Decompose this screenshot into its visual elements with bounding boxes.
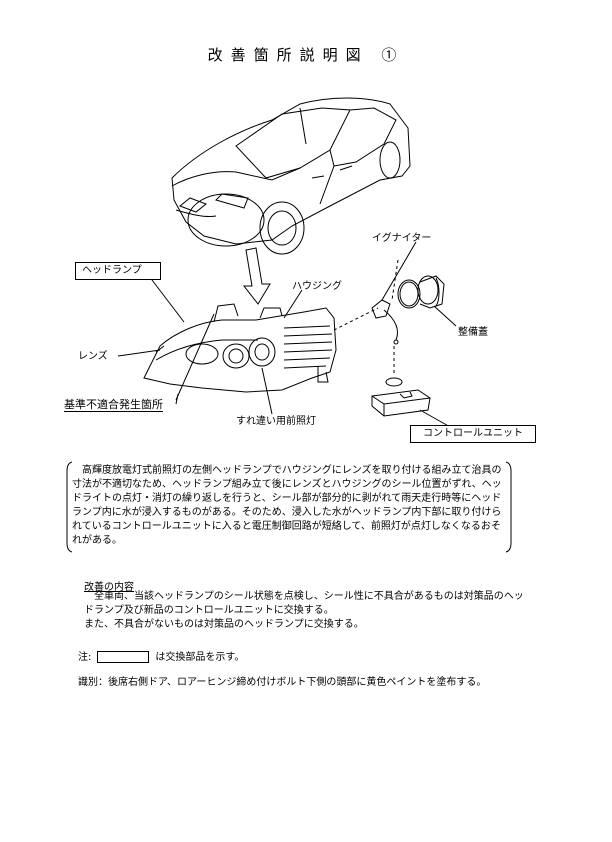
headlamp-drawing bbox=[143, 303, 337, 393]
description-bracket bbox=[66, 461, 512, 553]
label-housing: ハウジング bbox=[292, 281, 342, 292]
improvement-line-1: 全車両、当該ヘッドランプのシール状態を点検し、シール性に不具合があるものは対策品… bbox=[84, 591, 524, 616]
improvement-heading: 改善の内容 bbox=[84, 582, 134, 593]
highlight-circle bbox=[187, 193, 265, 247]
label-lens: レンズ bbox=[78, 351, 108, 362]
replacement-part-swatch bbox=[97, 651, 150, 663]
leader-defect-1 bbox=[175, 313, 215, 401]
note-suffix: は交換部品を示す。 bbox=[155, 652, 245, 663]
leader-housing bbox=[283, 289, 303, 319]
igniter-drawing bbox=[371, 275, 445, 345]
leader-lens bbox=[117, 349, 161, 357]
leader-cover bbox=[433, 305, 457, 327]
label-control-unit: コントロールユニット bbox=[410, 425, 536, 443]
note-prefix: 注: bbox=[78, 652, 92, 663]
leader-defect-2 bbox=[175, 393, 179, 405]
parts-illustration bbox=[117, 97, 457, 429]
label-defect-location: 基準不適合発生箇所 bbox=[64, 398, 163, 412]
label-headlamp: ヘッドランプ bbox=[75, 262, 161, 280]
identification-text: 識別：後席右側ドア、ロアーヒンジ締め付けボルト下側の頭部に黄色ペイントを塗布する… bbox=[78, 677, 487, 688]
defect-description: 高輝度放電灯式前照灯の左側ヘッドランプでハウジングにレンズを取り付ける組み立て治… bbox=[72, 465, 502, 546]
improvement-body: 全車両、当該ヘッドランプのシール状態を点検し、シール性に不具合があるものは対策品… bbox=[84, 590, 524, 632]
leader-headlamp bbox=[151, 279, 185, 323]
car-drawing bbox=[171, 97, 411, 255]
label-igniter: イグナイター bbox=[372, 233, 432, 244]
down-arrow bbox=[242, 247, 271, 305]
label-passing-lamp: すれ違い用前照灯 bbox=[236, 416, 316, 427]
improvement-line-2: また、不具合がないものは対策品のヘッドランプに交換する。 bbox=[84, 619, 364, 630]
control-unit-drawing bbox=[371, 377, 431, 417]
page-title: 改善箇所説明図 ① bbox=[207, 46, 405, 64]
note: 注: は交換部品を示す。 bbox=[78, 651, 244, 665]
leader-passing-lamp bbox=[261, 367, 273, 415]
label-cover: 整備蓋 bbox=[458, 327, 488, 338]
leader-igniter bbox=[381, 241, 417, 301]
